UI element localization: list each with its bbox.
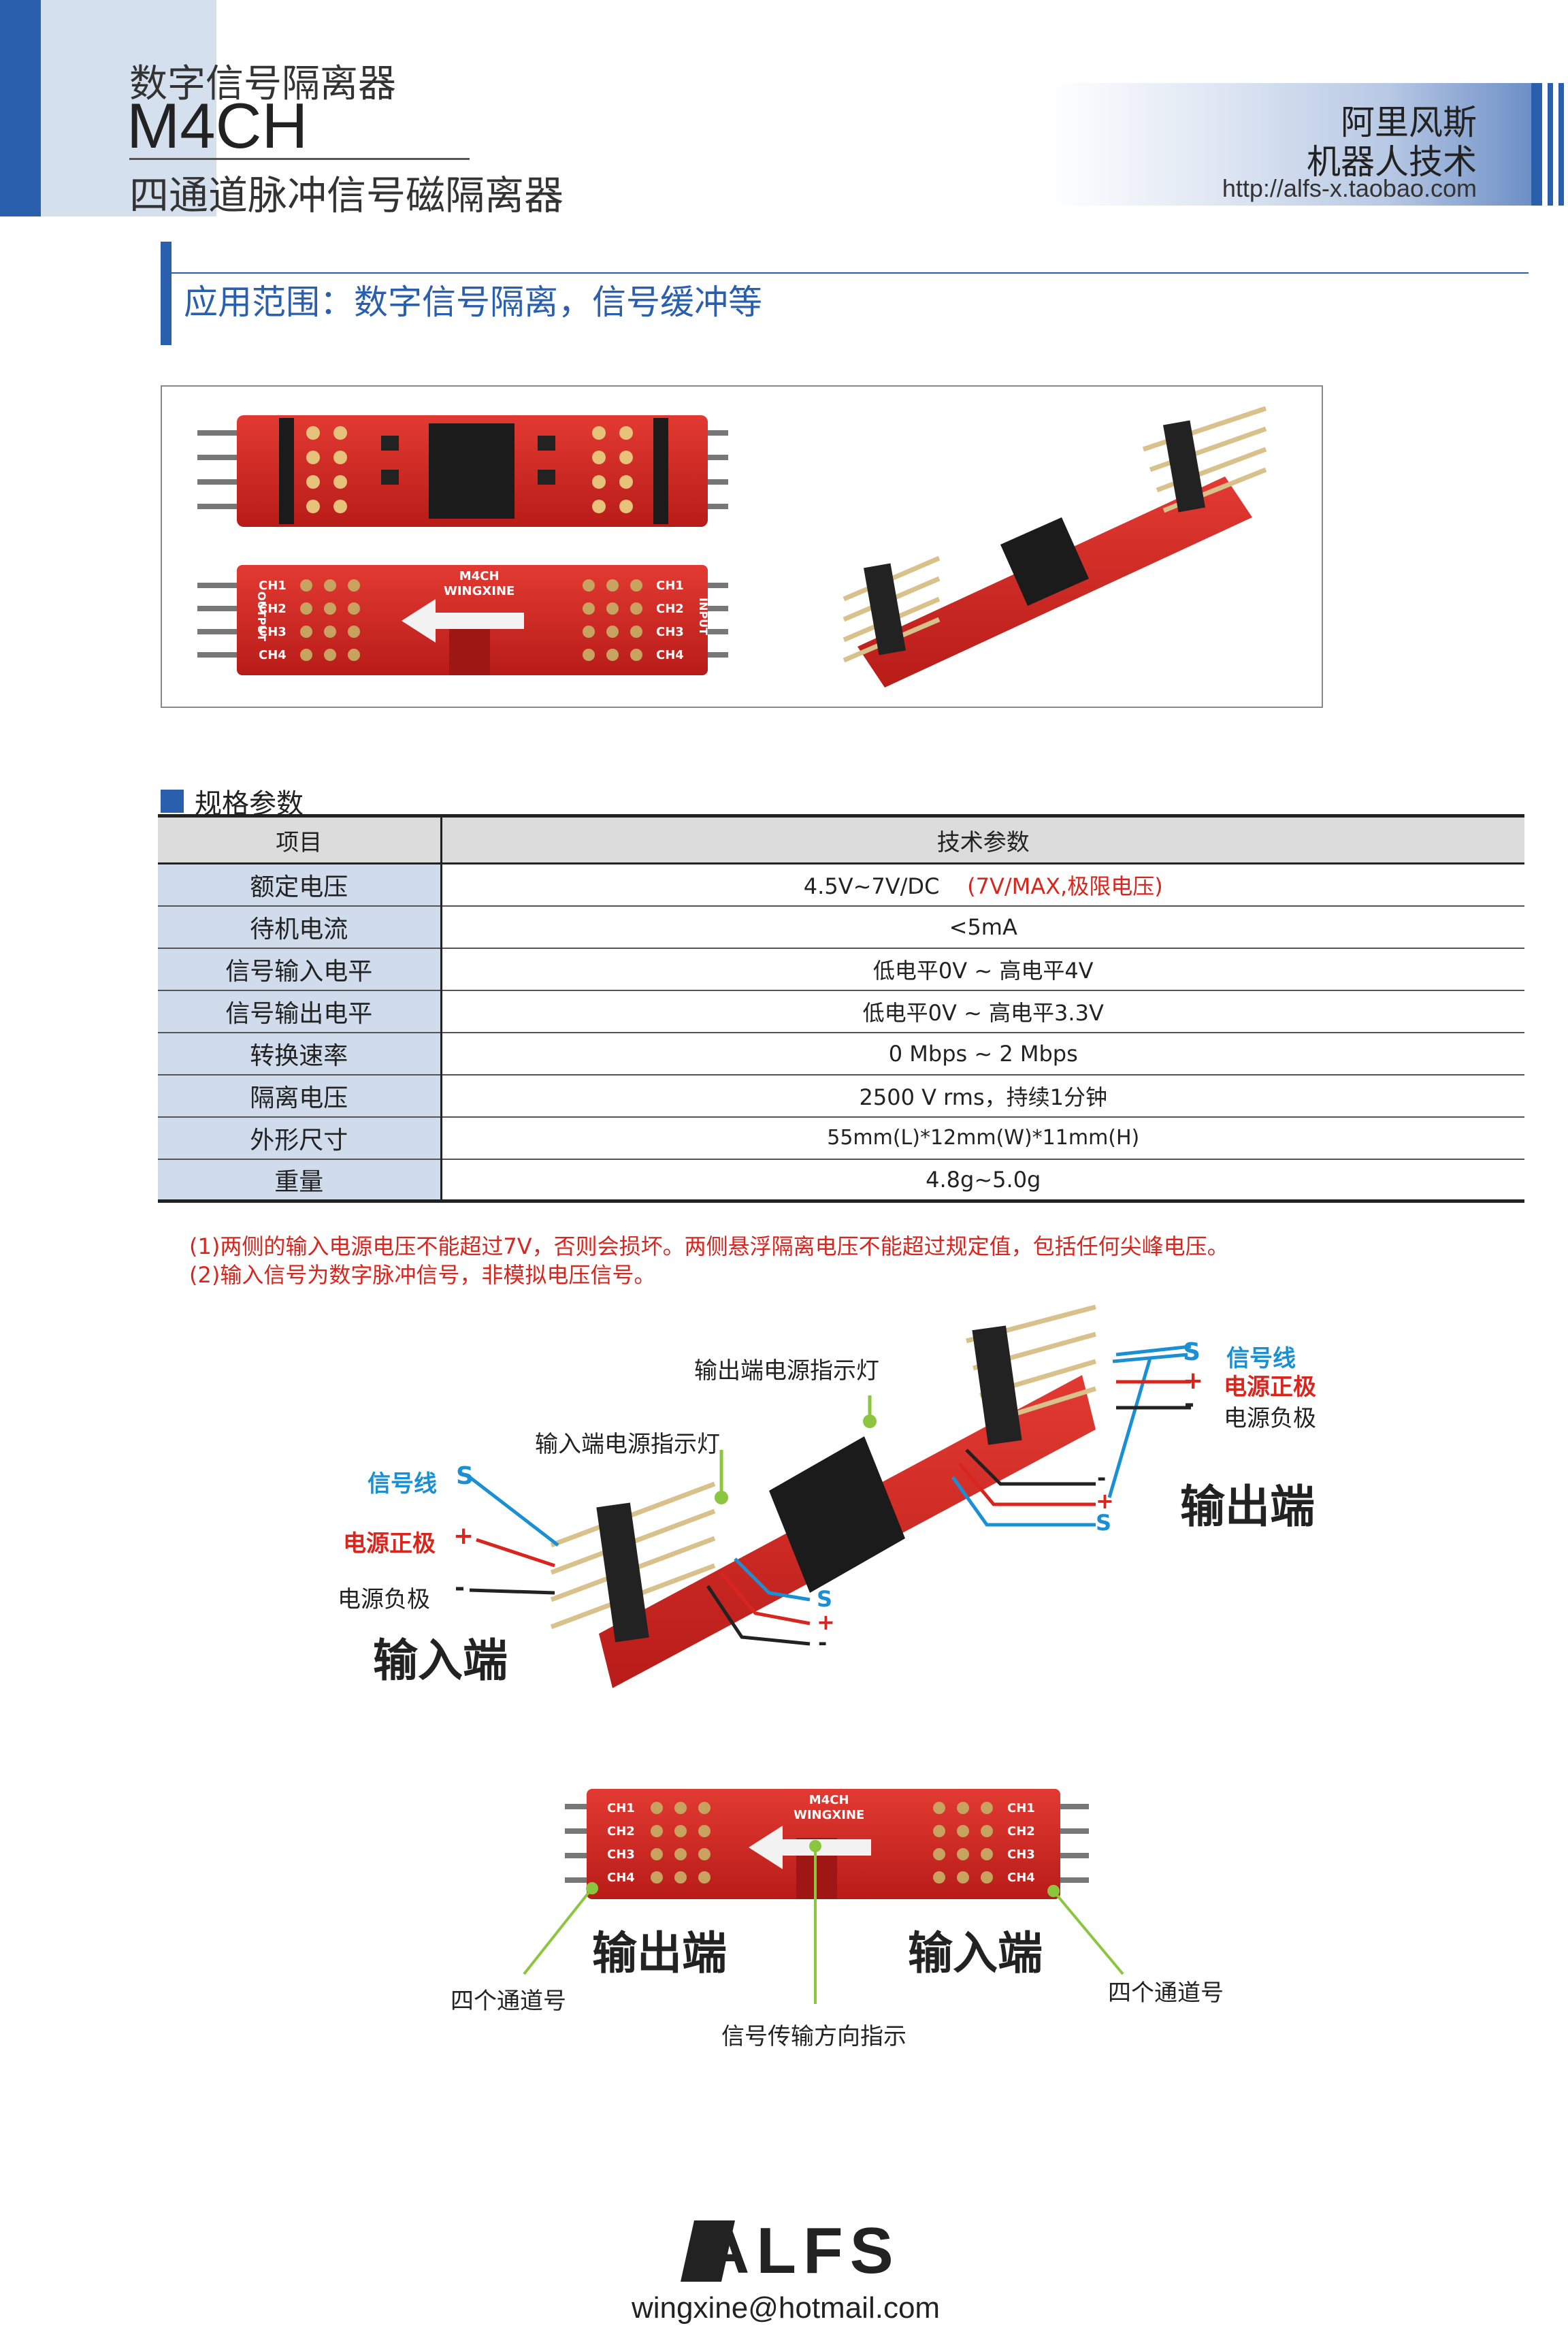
spec-note-2: (2)输入信号为数字脉冲信号，非模拟电压信号。 [189, 1262, 656, 1288]
section-accent-bar [161, 242, 172, 345]
output-signal-line-label: 信号线 [1226, 1345, 1296, 1372]
contact-email[interactable]: wingxine@hotmail.com [632, 2291, 941, 2325]
alfs-logo-mark [681, 2220, 735, 2282]
header-accent-bar [0, 0, 41, 216]
input-pin-minus: - [455, 1574, 465, 1602]
output-end-label: 输出端 [1180, 1481, 1315, 1533]
square-bullet-icon [161, 790, 184, 813]
output-pin-s: S [1183, 1338, 1200, 1366]
diagram2-input-end-label: 输入端 [908, 1927, 1043, 1979]
spec-note-1: (1)两侧的输入电源电压不能超过7V，否则会损坏。两侧悬浮隔离电压不能超过规定值… [189, 1233, 1229, 1259]
input-power-neg-label: 电源负极 [338, 1586, 430, 1613]
output-header-pin-s: S [1096, 1510, 1112, 1536]
input-led-label: 输入端电源指示灯 [535, 1431, 720, 1458]
table-row: 外形尺寸 55mm(L)*12mm(W)*11mm(H) [158, 1116, 1524, 1160]
brand-banner [1048, 83, 1531, 206]
brand-name: 阿里风斯 [1341, 103, 1477, 142]
table-row: 额定电压 4.5V~7V/DC (7V/MAX,极限电压) [158, 863, 1524, 907]
header-accent-pane [41, 0, 216, 216]
table-row: 待机电流 <5mA [158, 905, 1524, 949]
diagram2-output-end-label: 输出端 [592, 1927, 727, 1979]
wiring-annotation-lines [468, 1344, 1192, 1646]
silkscreen-output-label: OUTPUT [255, 591, 269, 642]
application-range: 应用范围：数字信号隔离，信号缓冲等 [184, 282, 762, 322]
product-category: 数字信号隔离器 [129, 62, 396, 106]
signal-direction-label: 信号传输方向指示 [721, 2023, 906, 2050]
output-led-label: 输出端电源指示灯 [694, 1357, 879, 1385]
product-model: M4CH [127, 90, 308, 161]
alfs-logo: ALFS [702, 2214, 900, 2287]
output-header-pin-minus: - [1097, 1465, 1107, 1491]
spec-heading: 规格参数 [161, 781, 304, 821]
output-pin-plus: + [1183, 1367, 1204, 1395]
input-power-pos-label: 电源正极 [343, 1530, 436, 1557]
input-end-label: 输入端 [373, 1634, 508, 1687]
spec-header-item: 项目 [158, 814, 442, 864]
channel-number-label-left: 四个通道号 [451, 1988, 566, 2015]
output-pin-minus: - [1184, 1390, 1194, 1418]
channel-number-label-right: 四个通道号 [1108, 1979, 1224, 2007]
product-title: 四通道脉冲信号磁隔离器 [129, 172, 564, 219]
table-row: 信号输出电平 低电平0V ~ 高电平3.3V [158, 990, 1524, 1033]
output-power-neg-label: 电源负极 [1224, 1405, 1316, 1432]
brand-subtitle: 机器人技术 [1307, 142, 1477, 182]
table-row: 转换速率 0 Mbps ~ 2 Mbps [158, 1032, 1524, 1076]
brand-url-link[interactable]: http://alfs-x.taobao.com [1222, 174, 1477, 202]
input-header-pin-minus: - [818, 1630, 828, 1655]
output-header-pin-plus: + [1096, 1488, 1114, 1514]
silkscreen-input-label: INPUT [696, 598, 710, 635]
board-top-view [197, 415, 728, 527]
board-bottom-view [197, 565, 728, 675]
spec-table: 项目 技术参数 额定电压 4.5V~7V/DC (7V/MAX,极限电压) 待机… [158, 814, 1524, 1203]
spec-header-value: 技术参数 [441, 814, 1524, 864]
voltage-limit-note: (7V/MAX,极限电压) [967, 873, 1163, 899]
silkscreen-annotation-lines [523, 1846, 1124, 2004]
input-signal-line-label: 信号线 [368, 1470, 437, 1498]
board-3d-view [843, 406, 1267, 688]
table-row: 隔离电压 2500 V rms，持续1分钟 [158, 1074, 1524, 1118]
input-header-pin-plus: + [817, 1609, 835, 1635]
table-row: 重量 4.8g~5.0g [158, 1159, 1524, 1203]
table-row: 信号输入电平 低电平0V ~ 高电平4V [158, 948, 1524, 991]
header-rule [129, 158, 470, 160]
section-rule [172, 272, 1529, 274]
brand-banner-stripes [1531, 83, 1568, 206]
input-header-pin-s: S [817, 1586, 833, 1612]
input-pin-s: S [456, 1462, 474, 1490]
output-power-pos-label: 电源正极 [1224, 1374, 1316, 1401]
input-pin-plus: + [453, 1522, 474, 1550]
